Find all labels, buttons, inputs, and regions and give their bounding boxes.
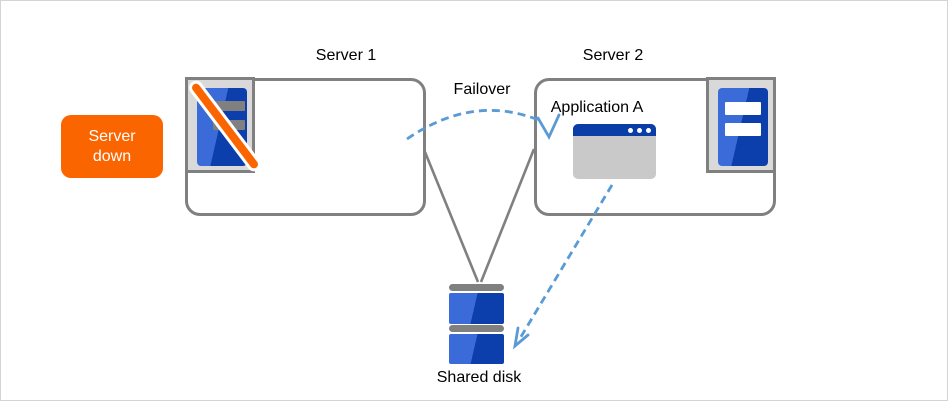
window-dot-icon [628,128,633,133]
disk-cap-icon [449,284,504,291]
server2-tower-icon [706,77,776,173]
server2-label: Server 2 [582,47,644,64]
window-titlebar [573,124,656,136]
disk-cap-icon [449,325,504,332]
server2-disk-line [479,148,536,283]
failover-arrow [406,109,542,141]
application-window-icon [573,124,656,179]
window-dot-icon [646,128,651,133]
server-down-badge-text: Server down [88,127,136,165]
window-buttons-icon [628,128,651,133]
application-disk-arrowhead-icon [512,326,530,350]
application-label: Application A [550,99,644,116]
server1-tower-icon [185,77,264,175]
disk-platter-icon [449,293,504,324]
server-tower-icon [718,88,768,166]
server1-label: Server 1 [315,47,377,64]
failover-label: Failover [453,81,511,98]
server-bar [725,102,761,115]
shared-disk-label: Shared disk [436,369,522,386]
window-dot-icon [637,128,642,133]
server1-disk-line [423,151,480,283]
server-down-badge: Server down [61,115,163,178]
disk-platter-icon [449,334,504,364]
server-bar [213,101,245,111]
server-bar [725,123,761,136]
